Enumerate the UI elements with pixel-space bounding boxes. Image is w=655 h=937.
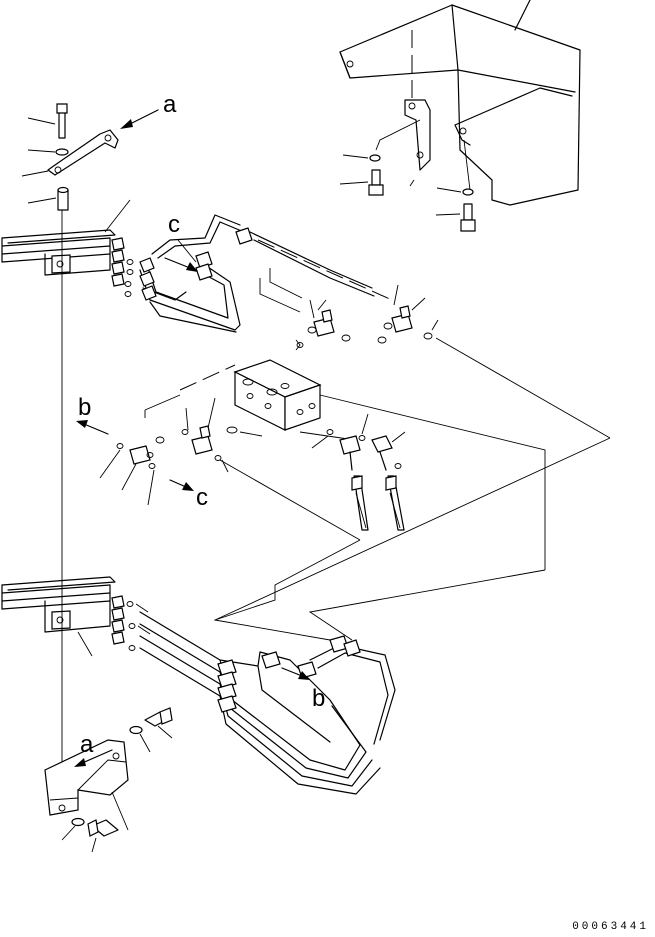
callout-c-mid: c bbox=[196, 484, 208, 511]
callout-a-bottom: a bbox=[80, 731, 94, 758]
top-clamp-group: a bbox=[21, 91, 177, 211]
lower-manifold bbox=[1, 576, 151, 657]
lower-pipe-bundle: b bbox=[139, 611, 396, 795]
callout-c-top: c bbox=[168, 211, 180, 238]
lower-bracket-group: a bbox=[44, 707, 173, 853]
callout-b-left: b bbox=[78, 394, 91, 421]
upper-right-fittings bbox=[257, 239, 611, 439]
callout-a-top: a bbox=[163, 91, 177, 118]
elbow-hose-group bbox=[311, 413, 406, 531]
pipe-routing-outline bbox=[213, 437, 611, 641]
callout-b-bottom: b bbox=[312, 685, 325, 712]
valve-block bbox=[144, 336, 546, 570]
drawing-code: 00063441 bbox=[572, 921, 649, 933]
center-fittings: b c bbox=[76, 394, 361, 541]
cover-assembly bbox=[339, 0, 581, 232]
upper-manifold bbox=[1, 199, 134, 297]
upper-pipe-bundle: c bbox=[139, 211, 375, 333]
